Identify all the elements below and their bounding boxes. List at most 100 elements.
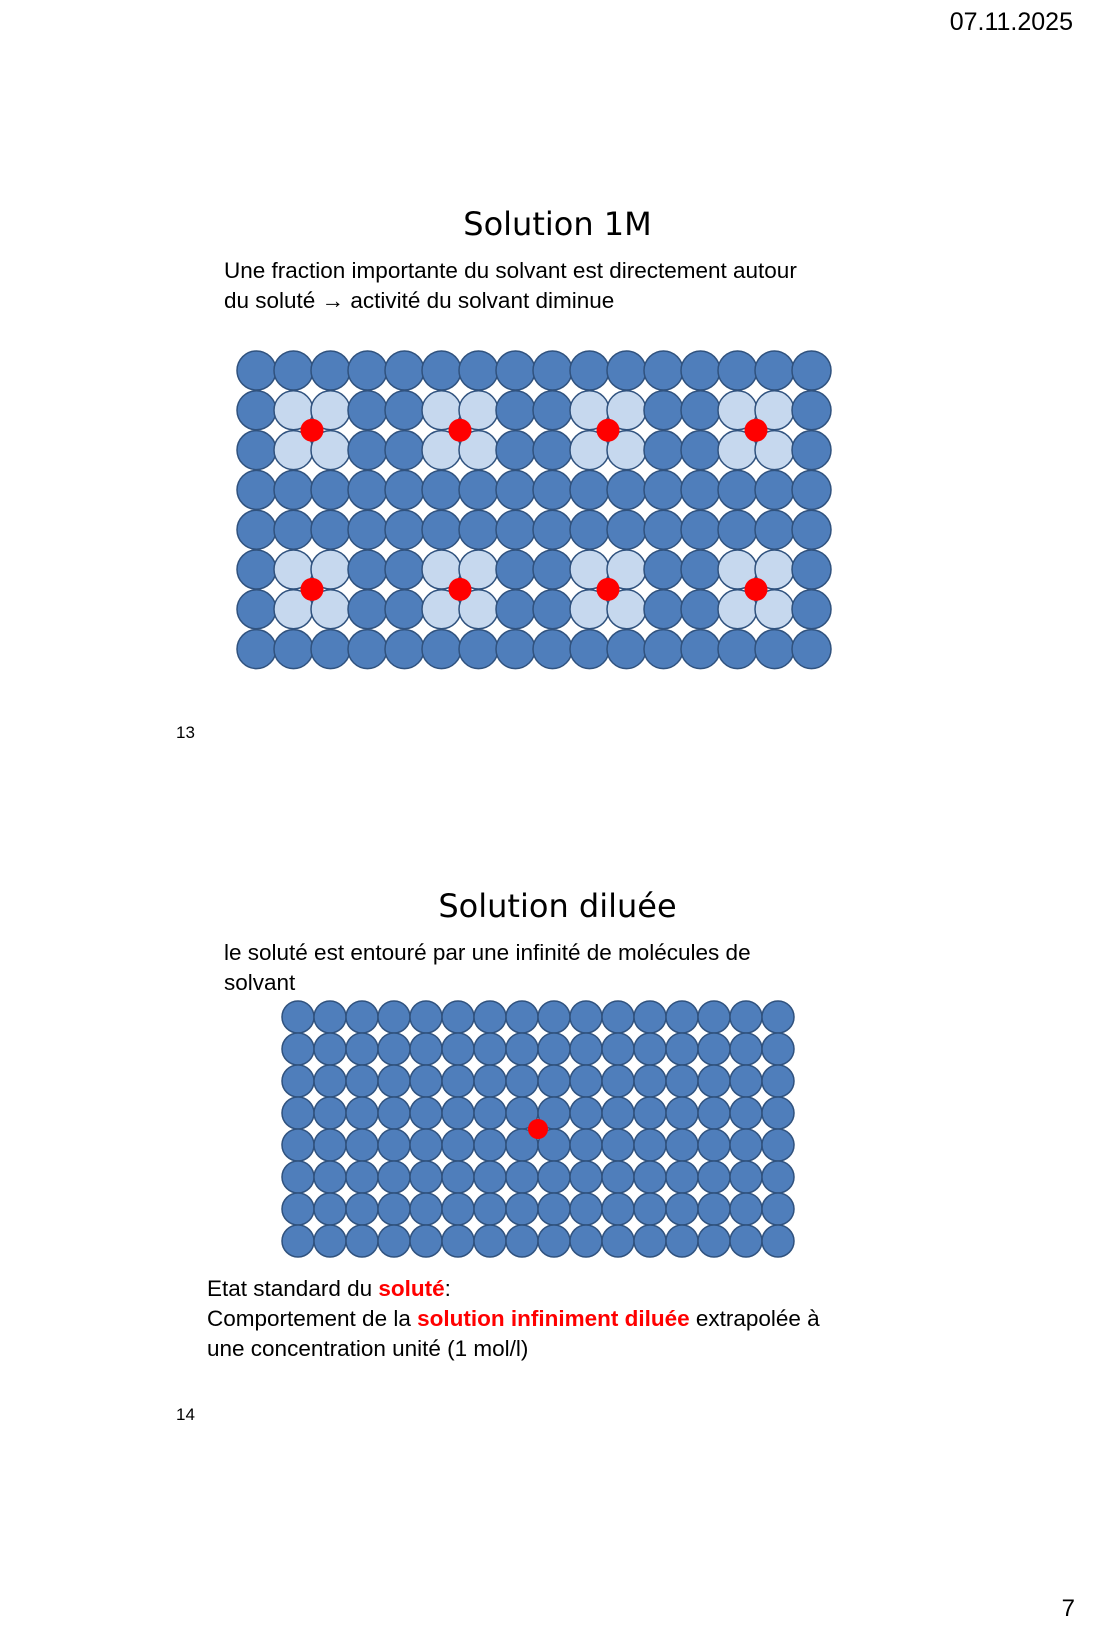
solvent-molecule [409, 1192, 443, 1226]
dilute-solution-molecule-diagram [281, 1000, 795, 1258]
solvent-molecule [697, 1128, 731, 1162]
solvent-molecule [633, 1064, 667, 1098]
slide-14-title: Solution diluée [438, 887, 677, 925]
solvent-molecule [313, 1192, 347, 1226]
page-date: 07.11.2025 [949, 8, 1073, 36]
solvent-molecule [643, 469, 684, 511]
solute-molecule [528, 1119, 548, 1139]
solvent-molecule [680, 589, 721, 630]
solvent-molecule [441, 1096, 475, 1130]
solvent-molecule [532, 549, 573, 590]
solvent-molecule [680, 429, 721, 471]
solvent-molecule [473, 1128, 507, 1162]
solvent-molecule [281, 1000, 315, 1034]
solvent-molecule [409, 1032, 443, 1066]
solvent-molecule [729, 1128, 763, 1162]
solvent-molecule [273, 509, 314, 550]
solvent-molecule [697, 1000, 731, 1034]
solvent-molecule [377, 1096, 411, 1130]
solvent-molecule [313, 1064, 347, 1098]
solvent-molecule [495, 549, 536, 590]
solvent-molecule [791, 549, 832, 590]
solvent-molecule [569, 1032, 603, 1066]
solvent-molecule [345, 1224, 379, 1258]
solvent-molecule [665, 1032, 699, 1066]
solvent-molecule [761, 1032, 795, 1066]
solvent-molecule [441, 1192, 475, 1226]
solvent-molecule [345, 1128, 379, 1162]
slide-14-text-line1: le soluté est entouré par une infinité d… [224, 940, 751, 965]
solvent-molecule [633, 1128, 667, 1162]
solvent-molecule [569, 1064, 603, 1098]
solvent-molecule [697, 1096, 731, 1130]
solvent-molecule [761, 1192, 795, 1226]
solvent-molecule [377, 1128, 411, 1162]
solvent-molecule [680, 628, 721, 670]
solvent-molecule [273, 628, 314, 670]
solvent-molecule [505, 1000, 539, 1034]
solvent-molecule [537, 1000, 571, 1034]
solvent-molecule [495, 589, 536, 630]
solvent-molecule [643, 628, 684, 670]
solvent-molecule [345, 1032, 379, 1066]
slide-13-description: Une fraction importante du solvant est d… [224, 256, 797, 316]
solvent-molecule [505, 1064, 539, 1098]
solvent-molecule [606, 628, 647, 670]
solvent-molecule [601, 1160, 635, 1194]
solvent-molecule [458, 509, 499, 550]
solvent-molecule [347, 509, 388, 550]
solvent-molecule [665, 1128, 699, 1162]
solute-molecule [596, 577, 620, 601]
slide-13-text-line1: Une fraction importante du solvant est d… [224, 258, 797, 283]
solvent-molecule [569, 469, 610, 511]
solvent-molecule [313, 1224, 347, 1258]
solvent-molecule [729, 1160, 763, 1194]
infinitely-dilute-highlight: solution infiniment diluée [417, 1306, 690, 1331]
solvent-molecule [791, 429, 832, 471]
slide-13-text-line2: du soluté → activité du solvant diminue [224, 286, 797, 316]
solvent-molecule [236, 350, 277, 391]
solvent-molecule [717, 350, 758, 391]
solvent-molecule [729, 1000, 763, 1034]
solvent-molecule [754, 350, 795, 391]
solvent-molecule [633, 1160, 667, 1194]
solvent-molecule [495, 628, 536, 670]
solvent-molecule [310, 469, 351, 511]
solvent-molecule [697, 1192, 731, 1226]
solvent-molecule [633, 1000, 667, 1034]
solvent-molecule [345, 1000, 379, 1034]
solvent-molecule [791, 628, 832, 670]
solvent-molecule [495, 429, 536, 471]
solvent-molecule [569, 1096, 603, 1130]
solvent-molecule [409, 1000, 443, 1034]
solvent-molecule [473, 1096, 507, 1130]
solvent-molecule [313, 1000, 347, 1034]
solute-molecule [596, 418, 620, 442]
solvent-molecule [441, 1000, 475, 1034]
solvent-molecule [532, 429, 573, 471]
arrow-right-icon: → [321, 288, 345, 313]
solute-molecule [744, 577, 768, 601]
solvent-molecule [473, 1224, 507, 1258]
solvent-molecule [236, 390, 277, 431]
solvent-molecule [569, 1192, 603, 1226]
solvent-molecule [384, 350, 425, 391]
solvent-molecule [281, 1160, 315, 1194]
solvent-molecule [377, 1192, 411, 1226]
solvent-molecule [569, 1000, 603, 1034]
solvent-molecule [601, 1064, 635, 1098]
solvent-molecule [236, 549, 277, 590]
solvent-molecule [347, 390, 388, 431]
slide-13-title: Solution 1M [463, 205, 652, 243]
solvent-molecule [532, 350, 573, 391]
solvent-molecule [729, 1192, 763, 1226]
solvent-molecule [569, 1224, 603, 1258]
solvent-molecule [409, 1096, 443, 1130]
solvent-molecule [665, 1064, 699, 1098]
solvent-molecule [377, 1160, 411, 1194]
solvent-molecule [236, 628, 277, 670]
solvent-molecule [310, 509, 351, 550]
slide-14-description: le soluté est entouré par une infinité d… [224, 938, 751, 998]
solvent-molecule [505, 1032, 539, 1066]
solvent-molecule [347, 429, 388, 471]
